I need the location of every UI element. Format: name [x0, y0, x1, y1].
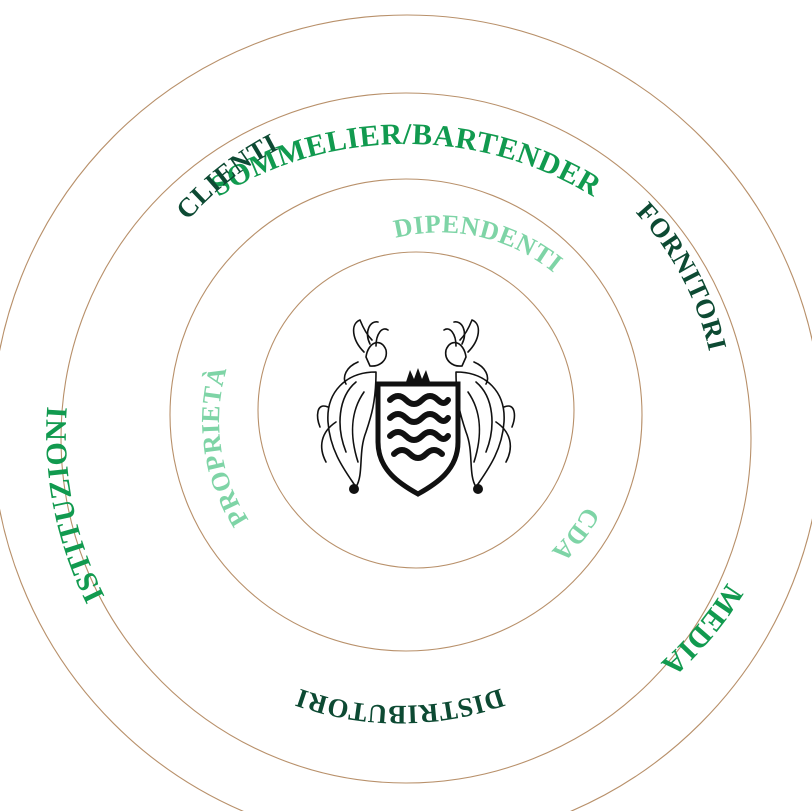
heraldic-crest-icon	[316, 319, 516, 497]
label-cda: CDA	[546, 503, 605, 568]
inner-ring	[257, 251, 575, 569]
label-distributori: DISTRIBUTORI	[292, 683, 508, 730]
second-ring	[60, 92, 752, 784]
label-proprieta: PROPRIETÀ	[196, 363, 254, 532]
label-fornitori: FORNITORI	[631, 196, 733, 353]
outer-ring	[0, 14, 812, 811]
shield-icon	[375, 381, 461, 497]
label-dipendenti: DIPENDENTI	[391, 209, 568, 278]
third-ring	[169, 178, 643, 652]
label-istituzioni: ISTITUZIONI	[40, 405, 111, 608]
left-mantling-icon	[316, 319, 389, 494]
crown-icon	[406, 368, 430, 382]
label-media: MEDIA	[655, 579, 749, 683]
right-mantling-icon	[443, 319, 516, 494]
